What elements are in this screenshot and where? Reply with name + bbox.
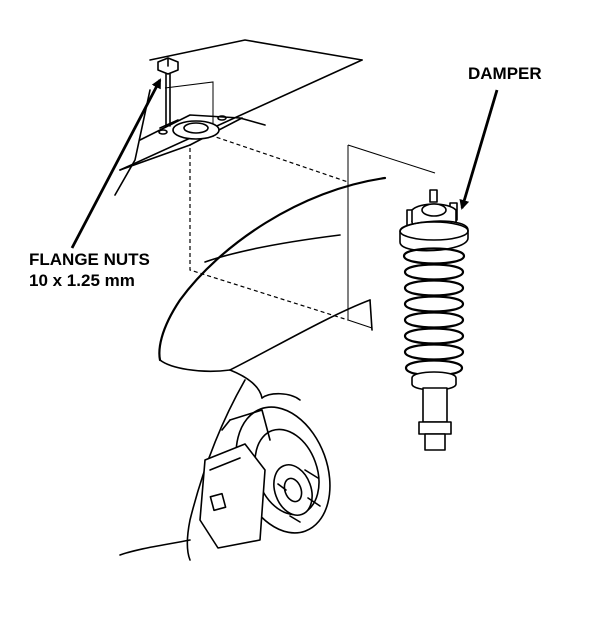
damper-arrow [459, 89, 499, 210]
flange-nuts-label: FLANGE NUTS [29, 250, 150, 269]
fender-arch [119, 176, 387, 561]
damper-label: DAMPER [468, 64, 542, 83]
strut-mount-opening [158, 115, 227, 140]
body-panel [114, 39, 363, 196]
brake-assembly [199, 392, 331, 549]
flange-nut [157, 57, 179, 127]
flange-nuts-arrow [70, 78, 162, 249]
flange-nuts-spec-label: 10 x 1.25 mm [29, 271, 135, 290]
mount-leader-box [189, 134, 436, 329]
damper-assembly [399, 189, 469, 451]
